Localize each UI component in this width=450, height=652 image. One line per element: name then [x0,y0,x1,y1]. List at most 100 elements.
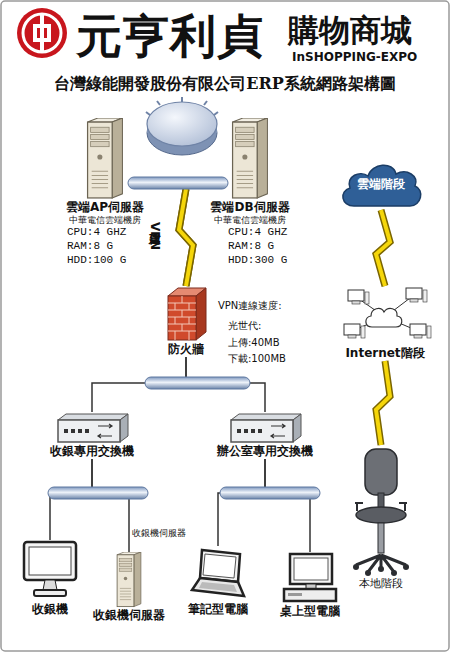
icon-part [242,154,247,159]
node-text: 辦公室專用交換機 [210,444,320,459]
icon-part [403,564,409,570]
icon-part [23,14,61,52]
network-switch: 辦公室專用交換機 [210,412,320,459]
icon-part [112,118,122,198]
icon-part [200,550,240,582]
icon-part [24,542,76,580]
speed-note: 上傳:40MB [228,336,280,350]
desktop-computer: 桌上型電腦 [268,552,352,619]
icon-part [258,429,262,433]
icon-part [236,142,254,147]
link-line [92,459,129,552]
network-bus [145,377,250,389]
icon-part [86,552,172,608]
network-link [92,459,129,552]
icon-part [231,414,301,420]
icon-part [356,507,406,523]
device-icon [210,412,320,444]
cashier-server: 收銀機伺服器 [86,552,172,623]
device-icon [338,286,432,346]
icon-part [244,429,248,433]
lightning-bolt [376,361,390,445]
local-stage: 本地階段 [345,445,417,591]
icon-part [124,577,128,581]
icon-part [365,292,369,304]
firewall: 防火牆 [150,286,222,357]
ap-server: 雲端AP伺服器中華電信雲端機房CPU:4 GHZRAM:8 GHDD:100 G [55,118,155,268]
icon-part [288,593,302,596]
network-link [376,210,390,286]
icon-part [231,420,293,442]
laptop-computer: 筆記型電腦 [180,546,256,617]
icon-part [146,97,218,115]
icon-part [40,14,44,52]
brand-english: InSHOPPING-EXPO [292,50,417,64]
node-text: 雲端階段 [357,177,405,192]
icon-part [257,118,267,198]
icon-part [120,588,131,599]
icon-part [236,127,254,132]
node-text: Internet階段 [338,346,432,361]
node-text: HDD:300 G [200,254,300,268]
icon-part [345,445,417,577]
icon-part [348,290,364,301]
node-text: 收銀專用交換機 [42,444,142,459]
cashier-terminal: 收銀機 [12,540,88,617]
icon-part [361,326,365,338]
icon-part [58,414,128,420]
device-icon [200,118,300,200]
icon-part [91,134,109,139]
icon-part [414,335,422,338]
icon-part [284,589,336,601]
icon-part [64,429,68,433]
device-icon [345,445,417,577]
lightning-bolt [179,189,193,286]
icon-part [210,412,320,444]
node-text: 雲端AP伺服器 [55,200,155,215]
icon-part [352,301,360,304]
node-text: RAM:8 G [200,240,300,254]
icon-part [338,286,432,346]
network-bus [128,177,228,189]
node-text: 雲端DB伺服器 [200,200,300,215]
node-text: 中華電信雲端機房 [200,215,300,226]
icon-part [378,523,384,553]
network-link [265,459,310,552]
icon-part [58,420,120,442]
icon-part [268,552,352,604]
node-text: HDD:100 G [55,254,155,268]
device-icon [42,412,142,444]
node-text: CPU:4 GHZ [55,226,155,240]
icon-part [119,568,132,572]
icon-part [348,335,356,338]
device-icon [180,546,256,602]
network-link [376,361,390,445]
cloud-stage: 雲端階段 [338,158,424,210]
network-bus [48,487,148,499]
internet-stage: Internet階段 [338,286,432,361]
icon-part [150,286,222,342]
network-switch: 收銀專用交換機 [42,412,142,459]
link-line [265,459,310,552]
diagram-title: 台灣綠能開發股份有限公司ERP系統網路架構圖 [0,74,450,95]
node-text: 筆記型電腦 [180,602,256,617]
speed-note: VPN連線速度: [218,299,282,313]
icon-part [119,558,132,562]
speed-note: 光世代: [228,319,261,333]
icon-part [17,8,67,58]
link-label: 自建VPN [146,222,163,250]
node-text: RAM:8 G [55,240,155,254]
icon-part [203,554,236,578]
db-server: 雲端DB伺服器中華電信雲端機房CPU:4 GHZRAM:8 GHDD:300 G [200,118,300,268]
icon-part [91,127,109,132]
icon-part [410,299,418,302]
icon-part [353,564,359,570]
lightning-outline [179,189,193,286]
lightning-bolt [179,189,193,286]
icon-part [117,555,134,607]
icon-part [406,288,422,299]
icon-part [91,142,109,147]
icon-part [237,171,253,187]
icon-part [365,570,371,576]
icon-part [344,324,360,335]
